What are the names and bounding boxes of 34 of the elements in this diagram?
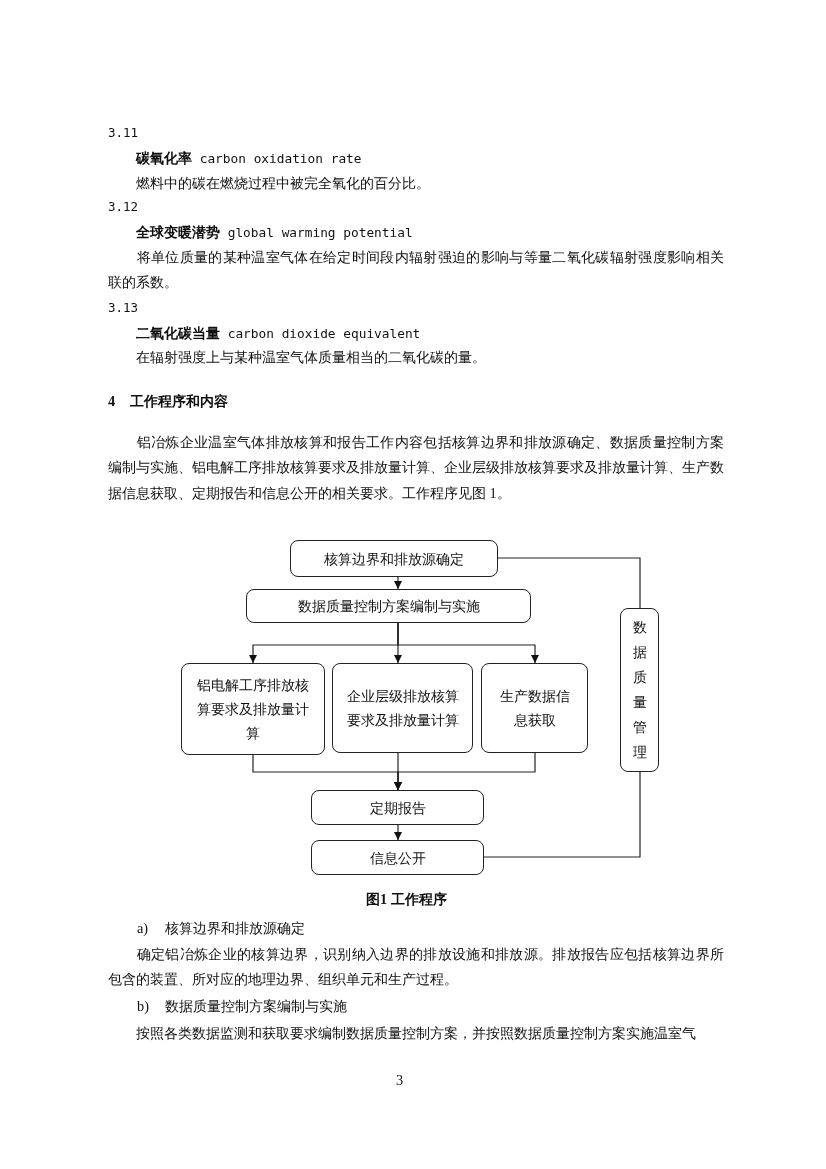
arrow <box>394 752 536 791</box>
arrow <box>394 576 402 590</box>
list-marker: b) <box>137 997 149 1016</box>
process-box: 铝电解工序排放核算要求及排放量计算 <box>181 663 325 755</box>
section-number: 4 <box>108 392 116 411</box>
section-number: 3.11 <box>108 124 139 142</box>
side-process-box: 数据质量管理 <box>620 608 659 772</box>
connector-line <box>483 771 641 858</box>
list-marker: a) <box>137 919 149 938</box>
term-heading: 全球变暖潜势 global warming potential <box>136 223 413 242</box>
process-box: 核算边界和排放源确定 <box>290 540 498 577</box>
process-box: 数据质量控制方案编制与实施 <box>246 589 531 623</box>
list-item-heading: 数据质量控制方案编制与实施 <box>165 997 347 1016</box>
term-heading: 碳氧化率 carbon oxidation rate <box>136 149 362 168</box>
body-paragraph: 确定铝冶炼企业的核算边界，识别纳入边界的排放设施和排放源。排放报告应包括核算边界所包含的装置、所对应的地理边界、组织单元和生产过程。 <box>108 945 724 990</box>
term-heading: 二氧化碳当量 carbon dioxide equivalent <box>136 324 421 343</box>
list-item-heading: 核算边界和排放源确定 <box>165 919 305 938</box>
section-number: 3.12 <box>108 198 139 216</box>
process-box: 企业层级排放核算要求及排放量计算 <box>332 663 473 753</box>
definition-text: 燃料中的碳在燃烧过程中被完全氧化的百分比。 <box>136 174 430 193</box>
figure-caption: 图1 工作程序 <box>366 890 447 909</box>
body-paragraph: 按照各类数据监测和获取要求编制数据质量控制方案，并按照数据质量控制方案实施温室气 <box>136 1024 696 1043</box>
connector-line <box>497 557 641 609</box>
section-heading: 工作程序和内容 <box>130 392 228 411</box>
arrow <box>394 824 402 841</box>
definition-text: 将单位质量的某种温室气体在给定时间段内辐射强迫的影响与等量二氧化碳辐射强度影响相关联的系数。 <box>108 248 724 293</box>
arrow <box>397 622 539 664</box>
page-number: 3 <box>396 1071 404 1090</box>
process-box: 生产数据信息获取 <box>481 663 588 753</box>
body-paragraph: 铝冶炼企业温室气体排放核算和报告工作内容包括核算边界和排放源确定、数据质量控制方案编制与实施、铝电解工序排放核算要求及排放量计算、企业层级排放核算要求及排放量计算、生产数据信息获取、定期报告和信息公开的相关要求。工作程序见图 1。 <box>108 433 724 503</box>
process-box: 信息公开 <box>311 840 484 875</box>
process-box: 定期报告 <box>311 790 484 825</box>
definition-text: 在辐射强度上与某种温室气体质量相当的二氧化碳的量。 <box>136 348 486 367</box>
section-number: 3.13 <box>108 299 139 317</box>
